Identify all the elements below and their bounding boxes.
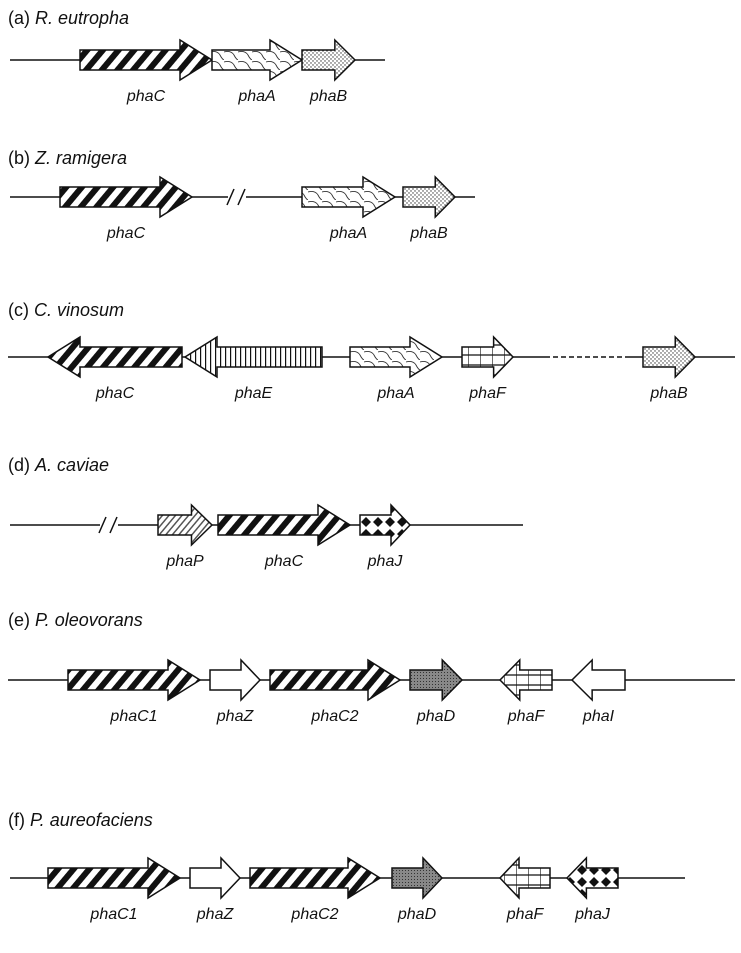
gene-arrow-phaA: [301, 175, 397, 219]
gene-arrow-phaP: [157, 503, 214, 547]
gene-arrow-phaF: [461, 335, 515, 379]
gene-arrow-phaF: [498, 856, 551, 900]
organism-name: P. aureofaciens: [30, 810, 153, 830]
gene-arrow-phaC1: [47, 856, 182, 900]
gene-label: phaB: [409, 225, 448, 242]
gene-arrow-phaC2: [249, 856, 382, 900]
gene-label: phaC: [264, 553, 304, 570]
gene-label: phaF: [506, 906, 545, 923]
gene-label: phaC: [106, 225, 146, 242]
gene-arrow-phaD: [391, 856, 444, 900]
gene-label: phaC1: [89, 906, 137, 923]
gene-label: phaC2: [290, 906, 338, 923]
gene-label: phaI: [582, 708, 615, 725]
gene-arrow-phaC1: [67, 658, 202, 702]
gene-label: phaB: [649, 385, 688, 402]
gene-arrow-phaJ: [359, 503, 412, 547]
panel-letter: (e): [8, 610, 35, 630]
panel-title: (b) Z. ramigera: [8, 148, 127, 168]
gene-label: phaC: [95, 385, 135, 402]
gene-arrow-phaB: [402, 175, 457, 219]
gene-arrow-phaF: [498, 658, 553, 702]
panel-a-caviae: (d) A. caviae phaP phaC phaJ: [8, 455, 523, 570]
organism-name: P. oleovorans: [35, 610, 143, 630]
gene-arrow-phaB: [642, 335, 697, 379]
panel-title: (c) C. vinosum: [8, 300, 124, 320]
gene-label: phaA: [329, 225, 367, 242]
gene-arrow-phaC: [217, 503, 352, 547]
organism-name: R. eutropha: [35, 8, 129, 28]
gene-arrow-phaA: [211, 38, 304, 82]
gene-arrow-phaC: [79, 38, 214, 82]
gene-label: phaE: [234, 385, 273, 402]
panel-letter: (f): [8, 810, 30, 830]
panel-c-vinosum: (c) C. vinosum phaC phaE phaA phaF phaB: [8, 300, 735, 402]
gene-arrow-phaA: [349, 335, 444, 379]
organism-name: Z. ramigera: [34, 148, 127, 168]
panel-letter: (a): [8, 8, 35, 28]
panel-r-eutropha: (a) R. eutropha phaC phaA phaB: [8, 8, 385, 105]
gene-label: phaC2: [310, 708, 358, 725]
panel-letter: (d): [8, 455, 35, 475]
gene-label: phaZ: [196, 906, 235, 923]
gene-label: phaF: [507, 708, 546, 725]
panel-title: (e) P. oleovorans: [8, 610, 143, 630]
gene-label: phaA: [376, 385, 414, 402]
gene-label: phaJ: [367, 553, 404, 570]
organism-name: C. vinosum: [34, 300, 124, 320]
gene-arrow-phaC: [46, 335, 183, 379]
gene-arrow-phaC: [59, 175, 194, 219]
gene-label: phaD: [397, 906, 437, 923]
break-mark-icon: [226, 188, 246, 206]
panel-letter: (c): [8, 300, 34, 320]
gene-arrow-phaE: [183, 335, 323, 379]
gene-arrow-phaC2: [269, 658, 402, 702]
panel-title: (d) A. caviae: [8, 455, 109, 475]
gene-label: phaA: [237, 88, 275, 105]
panel-letter: (b): [8, 148, 35, 168]
gene-label: phaC1: [109, 708, 157, 725]
gene-arrow-phaJ: [565, 856, 619, 900]
organism-name: A. caviae: [34, 455, 109, 475]
gene-arrow-phaZ: [209, 658, 262, 702]
gene-arrow-phaB: [301, 38, 357, 82]
panel-title: (f) P. aureofaciens: [8, 810, 153, 830]
gene-label: phaF: [468, 385, 507, 402]
gene-arrow-phaD: [409, 658, 464, 702]
gene-label: phaB: [309, 88, 348, 105]
gene-label: phaJ: [574, 906, 611, 923]
break-mark-icon: [98, 516, 118, 534]
gene-arrow-phaZ: [189, 856, 242, 900]
panel-p-oleovorans: (e) P. oleovorans phaC1 phaZ phaC2 phaD phaF p…: [8, 610, 735, 725]
panel-title: (a) R. eutropha: [8, 8, 129, 28]
gene-arrow-phaI: [570, 658, 626, 702]
gene-label: phaD: [416, 708, 456, 725]
gene-label: phaZ: [216, 708, 255, 725]
gene-label: phaP: [165, 553, 204, 570]
panel-p-aureofaciens: (f) P. aureofaciens phaC1 phaZ phaC2 phaD pha…: [8, 810, 685, 923]
panel-z-ramigera: (b) Z. ramigera phaC phaA phaB: [8, 148, 475, 242]
gene-label: phaC: [126, 88, 166, 105]
